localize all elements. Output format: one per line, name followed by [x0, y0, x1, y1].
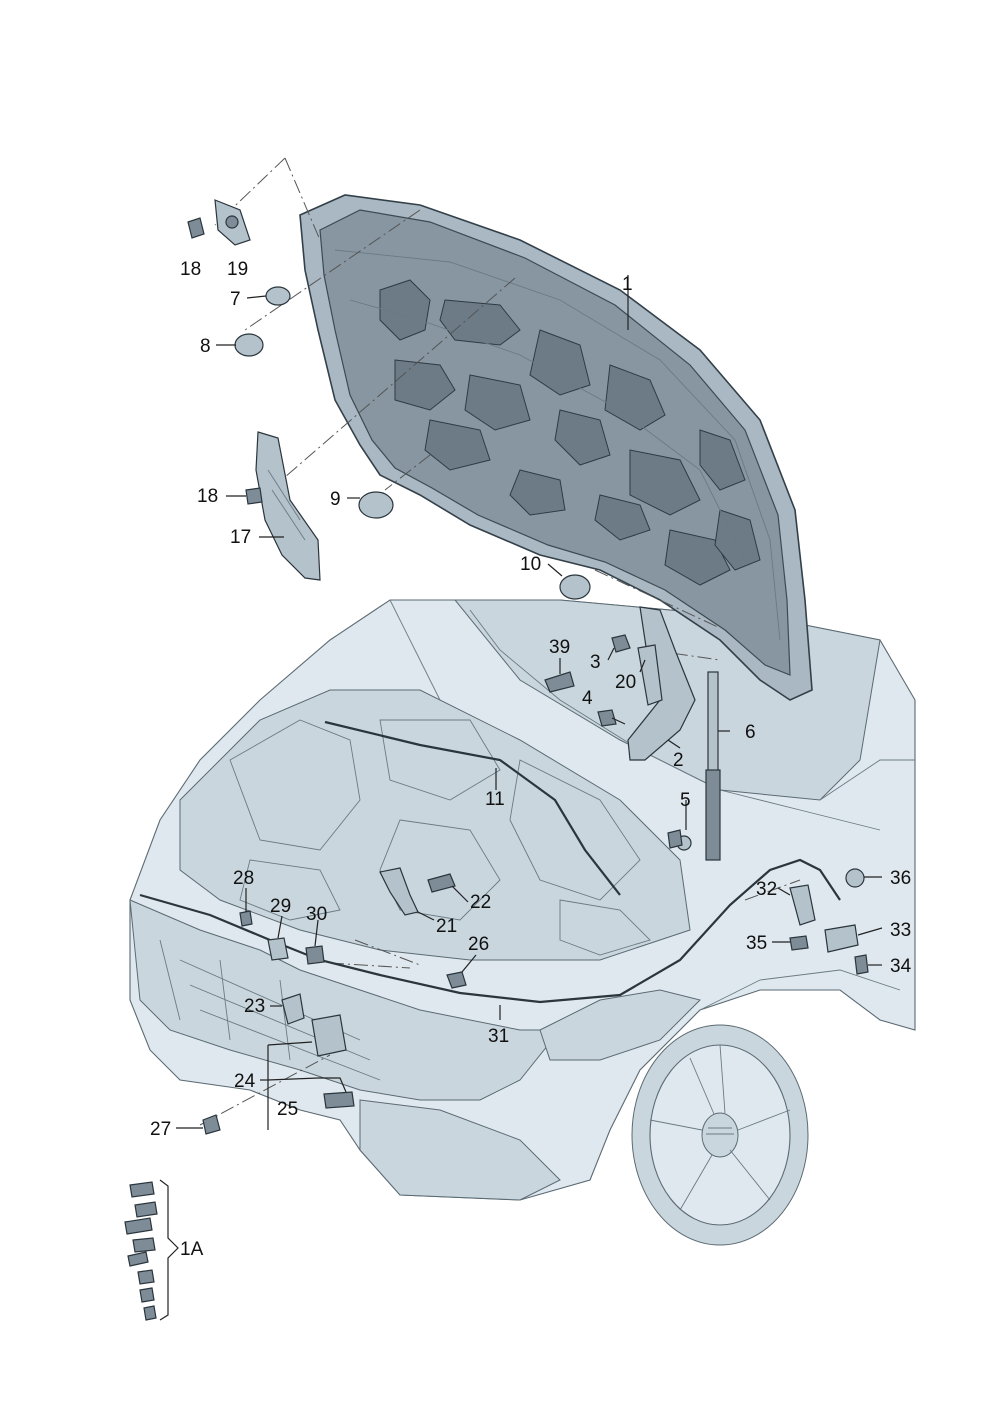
- callout-27: 27: [150, 1119, 171, 1140]
- lever-32: [789, 884, 816, 926]
- callout-32: 32: [756, 879, 777, 900]
- callout-5: 5: [680, 790, 691, 811]
- hood-panel: [299, 194, 813, 701]
- callout-18-top: 18: [180, 259, 201, 280]
- bracket-20: [637, 644, 663, 706]
- callout-1: 1: [622, 274, 633, 295]
- callout-20: 20: [615, 672, 636, 693]
- callout-25: 25: [277, 1099, 298, 1120]
- clip-26: [446, 971, 467, 989]
- callout-24: 24: [234, 1071, 256, 1092]
- bolt-4: [597, 709, 626, 727]
- leader-lines: [176, 275, 883, 1130]
- callout-36: 36: [890, 868, 911, 889]
- callout-26: 26: [468, 934, 489, 955]
- buffer-18-bottom: [245, 487, 263, 505]
- callout-labels: 1 19 18 7 8 18 9 17 10 39 3 20 4 6 2 5 1…: [150, 259, 912, 1260]
- clip-34: [854, 954, 869, 975]
- plug-9: [358, 491, 394, 519]
- front-wheel: [631, 1024, 809, 1246]
- callout-31: 31: [488, 1026, 509, 1047]
- bracket-29: [267, 937, 289, 961]
- callout-35: 35: [746, 933, 767, 954]
- fastener-kit-1A: [124, 1179, 179, 1321]
- handle-33: [824, 924, 859, 953]
- seal-strip-11: [324, 720, 621, 896]
- lock-24: [311, 1014, 347, 1057]
- grommet-36: [845, 868, 865, 888]
- callout-21: 21: [436, 916, 457, 937]
- callout-17: 17: [230, 527, 251, 548]
- callout-10: 10: [520, 554, 541, 575]
- callout-2: 2: [673, 750, 684, 771]
- bolt-22: [427, 873, 456, 893]
- cover-23: [281, 993, 305, 1025]
- callout-9: 9: [330, 489, 341, 510]
- rubber-buffer-18-top: [187, 217, 205, 239]
- callout-23: 23: [244, 996, 265, 1017]
- callout-28: 28: [233, 868, 254, 889]
- plug-10: [559, 574, 591, 600]
- bolt-35: [789, 935, 809, 951]
- callout-4: 4: [582, 688, 593, 709]
- buffer-8: [234, 333, 264, 357]
- callout-3: 3: [590, 652, 601, 673]
- strut-6: [705, 671, 721, 861]
- callout-39: 39: [549, 637, 570, 658]
- callout-1A: 1A: [180, 1239, 204, 1260]
- seal-39: [544, 671, 575, 693]
- callout-34: 34: [890, 956, 912, 977]
- nut-3: [611, 634, 631, 653]
- callout-18-bottom: 18: [197, 486, 218, 507]
- ball-stud-5: [667, 829, 692, 851]
- hood-hinge-bracket-left: [214, 199, 251, 246]
- clip-28: [239, 910, 253, 927]
- reference-lines: [199, 157, 801, 1126]
- callout-19: 19: [227, 259, 248, 280]
- buffer-7: [265, 286, 291, 306]
- callout-22: 22: [470, 892, 491, 913]
- callout-6: 6: [745, 722, 756, 743]
- callout-11: 11: [485, 789, 505, 810]
- bolt-27: [202, 1114, 221, 1135]
- microswitch-25: [318, 1077, 355, 1109]
- hood-hinge-17: [255, 431, 321, 581]
- callout-33: 33: [890, 920, 911, 941]
- callout-7: 7: [230, 289, 241, 310]
- callout-29: 29: [270, 896, 291, 917]
- callout-30: 30: [306, 904, 327, 925]
- callout-8: 8: [200, 336, 211, 357]
- clip-30: [305, 945, 325, 965]
